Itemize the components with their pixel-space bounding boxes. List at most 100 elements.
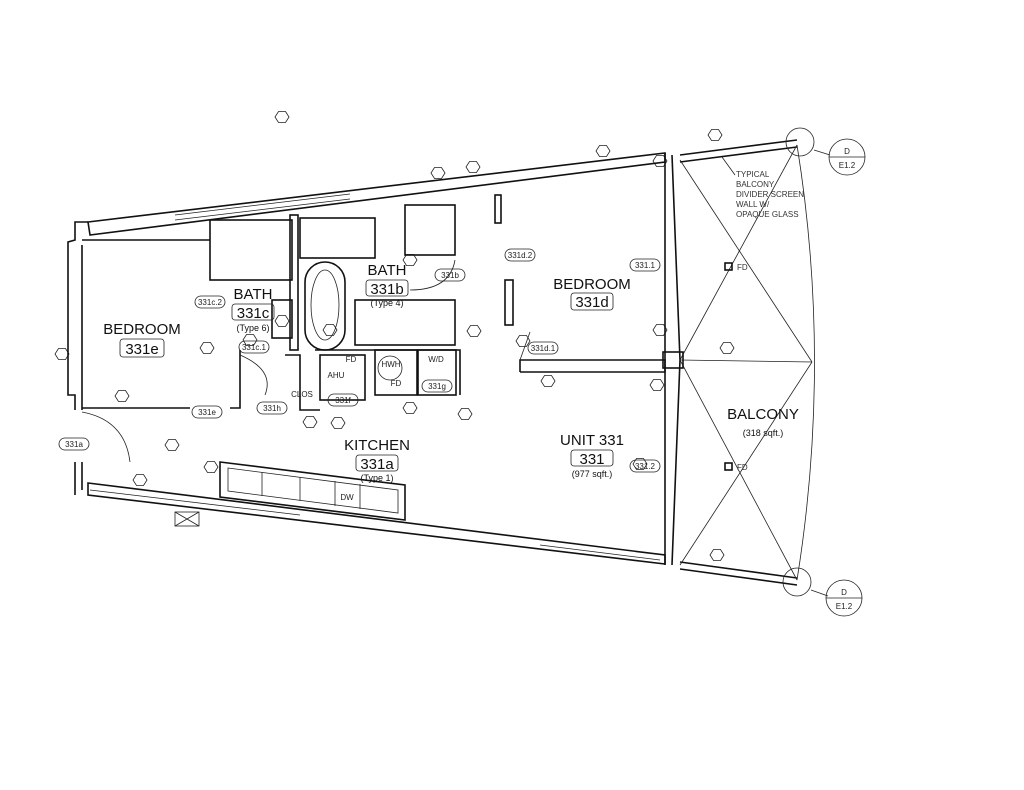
section-sheet: E1.2 xyxy=(836,602,853,611)
hexagon-marker xyxy=(132,474,148,486)
room-number: 331b xyxy=(370,281,403,298)
closet-label: CLOS xyxy=(291,390,313,399)
unit-number: 331 xyxy=(579,451,604,468)
exterior-walls xyxy=(67,139,815,586)
room-name: BEDROOM xyxy=(103,321,181,338)
door-tag: 331b xyxy=(434,268,466,282)
room-bedroom-331e: BEDROOM 331e xyxy=(103,321,181,358)
door-tag-label: 331e xyxy=(198,408,216,417)
room-bedroom-331d: BEDROOM 331d xyxy=(553,276,631,311)
unit-331: UNIT 331 331 (977 sqft.) xyxy=(560,432,624,479)
room-bath-331b: BATH 331b (Type 4) xyxy=(365,262,409,308)
door-tags: 331c.2 331c.1 331e 331a 331h 331f 331g 331b 331d… xyxy=(58,248,661,473)
hexagon-marker xyxy=(707,129,723,141)
door-tag: 331a xyxy=(58,437,90,451)
door-tag-label: 331h xyxy=(263,404,281,413)
door-tag-label: 331.2 xyxy=(635,462,656,471)
hexagon-marker xyxy=(164,439,180,451)
section-sheet: E1.2 xyxy=(839,161,856,170)
door-tag: 331d.2 xyxy=(504,248,536,262)
ahu-label: AHU xyxy=(328,371,345,380)
hexagon-marker xyxy=(465,161,481,173)
room-name: BALCONY xyxy=(727,406,799,423)
hexagon-markers xyxy=(54,111,735,561)
door-tag: 331.2 xyxy=(629,459,661,473)
door-tag-label: 331.1 xyxy=(635,261,656,270)
hexagon-marker xyxy=(632,458,648,470)
hexagon-marker xyxy=(203,461,219,473)
dishwasher-label: DW xyxy=(340,493,354,502)
hexagon-marker xyxy=(402,402,418,414)
note-line: DIVIDER SCREEN xyxy=(736,190,804,199)
room-type: (Type 6) xyxy=(236,323,269,333)
note-line: WALL W/ xyxy=(736,200,770,209)
balcony-note: TYPICAL BALCONY DIVIDER SCREEN WALL W/ O… xyxy=(721,156,804,219)
hexagon-marker xyxy=(274,315,290,327)
hexagon-marker xyxy=(54,348,70,360)
room-bath-331c: BATH 331c (Type 6) xyxy=(231,286,275,333)
hexagon-marker xyxy=(242,334,258,346)
door-tag: 331f xyxy=(327,393,359,407)
note-line: TYPICAL xyxy=(736,170,770,179)
room-number: 331d xyxy=(575,294,608,311)
equipment-labels: AHU HWH W/D CLOS FD FD FD FD xyxy=(291,262,748,472)
door-tag-label: 331g xyxy=(428,382,446,391)
hexagon-marker xyxy=(199,342,215,354)
room-type: (Type 4) xyxy=(370,298,403,308)
section-letter: D xyxy=(844,147,850,156)
hexagon-marker xyxy=(330,417,346,429)
hexagon-marker xyxy=(515,335,531,347)
door-tag: 331c.1 xyxy=(238,340,270,354)
door-tag-label: 331f xyxy=(335,396,351,405)
hexagon-marker xyxy=(649,379,665,391)
washer-dryer-label: W/D xyxy=(428,355,444,364)
section-marker-bottom[interactable]: D E1.2 xyxy=(782,567,863,617)
hexagon-marker xyxy=(430,167,446,179)
section-marker-top[interactable]: D E1.2 xyxy=(785,127,866,176)
hexagon-marker xyxy=(652,155,668,167)
room-balcony: BALCONY (318 sqft.) xyxy=(727,406,799,438)
floor-drain-label: FD xyxy=(346,355,357,364)
room-number: 331c xyxy=(237,305,270,322)
hexagon-marker xyxy=(719,342,735,354)
interior-walls xyxy=(81,194,666,463)
unit-area: (977 sqft.) xyxy=(572,469,613,479)
door-tag-label: 331b xyxy=(441,271,459,280)
door-tag-label: 331d.2 xyxy=(508,251,533,260)
note-line: BALCONY xyxy=(736,180,775,189)
hexagon-marker xyxy=(114,390,130,402)
kitchen-counter: DW xyxy=(174,461,406,527)
room-name: BATH xyxy=(368,262,407,279)
door-tag: 331e xyxy=(191,405,223,419)
room-type: (Type 1) xyxy=(360,473,393,483)
note-line: OPAQUE GLASS xyxy=(736,210,799,219)
room-name: BEDROOM xyxy=(553,276,631,293)
door-tag: 331.1 xyxy=(629,258,661,272)
door-tag-label: 331d.1 xyxy=(531,344,556,353)
door-tag-label: 331a xyxy=(65,440,83,449)
hexagon-marker xyxy=(302,416,318,428)
hexagon-marker xyxy=(322,324,338,336)
section-letter: D xyxy=(841,588,847,597)
door-tag-label: 331c.2 xyxy=(198,298,223,307)
hexagon-marker xyxy=(709,549,725,561)
room-name: KITCHEN xyxy=(344,437,410,454)
hexagon-marker xyxy=(274,111,290,123)
room-number: 331a xyxy=(360,456,394,473)
door-tag: 331g xyxy=(421,379,453,393)
door-tag: 331d.1 xyxy=(527,341,559,355)
hexagon-marker xyxy=(457,408,473,420)
room-name: BATH xyxy=(234,286,273,303)
hexagon-marker xyxy=(466,325,482,337)
floor-drain-label: FD xyxy=(391,379,402,388)
door-tag-label: 331c.1 xyxy=(242,343,267,352)
room-number: 331e xyxy=(125,341,158,358)
hexagon-marker xyxy=(540,375,556,387)
door-tag: 331h xyxy=(256,401,288,415)
room-kitchen-331a: KITCHEN 331a (Type 1) xyxy=(344,437,410,483)
hwh-label: HWH xyxy=(381,360,400,369)
floor-drain-label: FD xyxy=(737,263,748,272)
hexagon-marker xyxy=(595,145,611,157)
unit-name: UNIT 331 xyxy=(560,432,624,449)
